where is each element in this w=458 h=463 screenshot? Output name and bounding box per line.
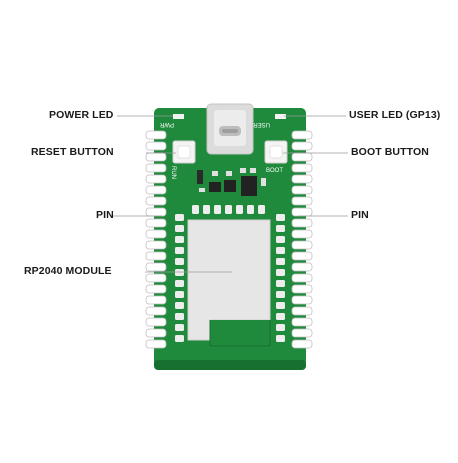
- label-rp2040-module: RP2040 MODULE: [24, 265, 112, 277]
- module-pad-left: [175, 313, 184, 320]
- module-pad-top: [247, 205, 254, 214]
- module-pad-right: [276, 291, 285, 298]
- label-reset-button: RESET BUTTON: [31, 146, 114, 158]
- boot-button: [264, 140, 288, 164]
- module-pad-right: [276, 302, 285, 309]
- header-pad-right: [291, 262, 313, 272]
- header-pad-right: [291, 163, 313, 173]
- module-pad-top: [258, 205, 265, 214]
- module-pad-left: [175, 247, 184, 254]
- module-pad-right: [276, 280, 285, 287]
- header-pad-right: [291, 229, 313, 239]
- header-pad-left: [145, 141, 167, 151]
- module-pad-right: [276, 236, 285, 243]
- module-pad-left: [175, 291, 184, 298]
- header-pad-right: [291, 207, 313, 217]
- header-pad-right: [291, 306, 313, 316]
- header-pad-left: [145, 130, 167, 140]
- module-pad-right: [276, 335, 285, 342]
- header-pad-right: [291, 240, 313, 250]
- header-pad-left: [145, 328, 167, 338]
- header-pad-right: [291, 185, 313, 195]
- header-pad-left: [145, 240, 167, 250]
- module-left-pads: [175, 214, 184, 342]
- left-header-pads: [145, 130, 167, 349]
- module-pad-top: [203, 205, 210, 214]
- pcb-edge: [154, 360, 306, 370]
- header-pad-left: [145, 295, 167, 305]
- header-pad-right: [291, 284, 313, 294]
- header-pad-right: [291, 196, 313, 206]
- header-pad-right: [291, 218, 313, 228]
- header-pad-right: [291, 141, 313, 151]
- header-pad-left: [145, 251, 167, 261]
- header-pad-left: [145, 306, 167, 316]
- header-pad-right: [291, 251, 313, 261]
- module-pad-right: [276, 247, 285, 254]
- module-pad-right: [276, 313, 285, 320]
- module-pad-left: [175, 214, 184, 221]
- header-pad-right: [291, 273, 313, 283]
- leader-lines: [111, 115, 348, 273]
- header-pad-right: [291, 152, 313, 162]
- header-pad-right: [291, 130, 313, 140]
- header-pad-left: [145, 152, 167, 162]
- label-power-led: POWER LED: [49, 109, 114, 121]
- header-pad-left: [145, 284, 167, 294]
- smd-components: [197, 168, 266, 196]
- header-pad-right: [291, 317, 313, 327]
- module-pad-top: [192, 205, 199, 214]
- module-notch: [210, 320, 270, 346]
- module-pad-right: [276, 214, 285, 221]
- module-right-pads: [276, 214, 285, 342]
- silk-boot: BOOT: [266, 168, 283, 174]
- module-pad-right: [276, 269, 285, 276]
- header-pad-left: [145, 218, 167, 228]
- module-pad-top: [236, 205, 243, 214]
- header-pad-right: [291, 328, 313, 338]
- module-pad-top: [225, 205, 232, 214]
- module-pad-top: [214, 205, 221, 214]
- header-pad-left: [145, 196, 167, 206]
- header-pad-right: [291, 295, 313, 305]
- label-pin-left: PIN: [96, 209, 114, 221]
- module-pad-left: [175, 258, 184, 265]
- module-top-pads: [192, 205, 265, 214]
- usb-c-connector: [206, 103, 254, 155]
- module-pad-left: [175, 280, 184, 287]
- module-pad-right: [276, 225, 285, 232]
- silk-run: RUN: [170, 166, 176, 179]
- label-user-led: USER LED (GP13): [349, 109, 441, 121]
- header-pad-right: [291, 339, 313, 349]
- silk-user: USER: [253, 121, 270, 127]
- module-pad-right: [276, 258, 285, 265]
- module-pad-left: [175, 269, 184, 276]
- header-pad-left: [145, 317, 167, 327]
- header-pad-left: [145, 339, 167, 349]
- power-led: [173, 114, 184, 119]
- header-pad-left: [145, 207, 167, 217]
- header-pad-left: [145, 174, 167, 184]
- label-boot-button: BOOT BUTTON: [351, 146, 429, 158]
- module-pad-left: [175, 324, 184, 331]
- label-pin-right: PIN: [351, 209, 369, 221]
- header-pad-left: [145, 262, 167, 272]
- module-pad-left: [175, 225, 184, 232]
- header-pad-right: [291, 174, 313, 184]
- module-pad-left: [175, 236, 184, 243]
- header-pad-left: [145, 163, 167, 173]
- module-pad-right: [276, 324, 285, 331]
- user-led: [275, 114, 286, 119]
- header-pad-left: [145, 273, 167, 283]
- header-pad-left: [145, 185, 167, 195]
- module-pad-left: [175, 302, 184, 309]
- right-header-pads: [291, 130, 313, 349]
- silk-pwr: PWR: [159, 121, 174, 127]
- module-pad-left: [175, 335, 184, 342]
- header-pad-left: [145, 229, 167, 239]
- reset-button: [172, 140, 196, 164]
